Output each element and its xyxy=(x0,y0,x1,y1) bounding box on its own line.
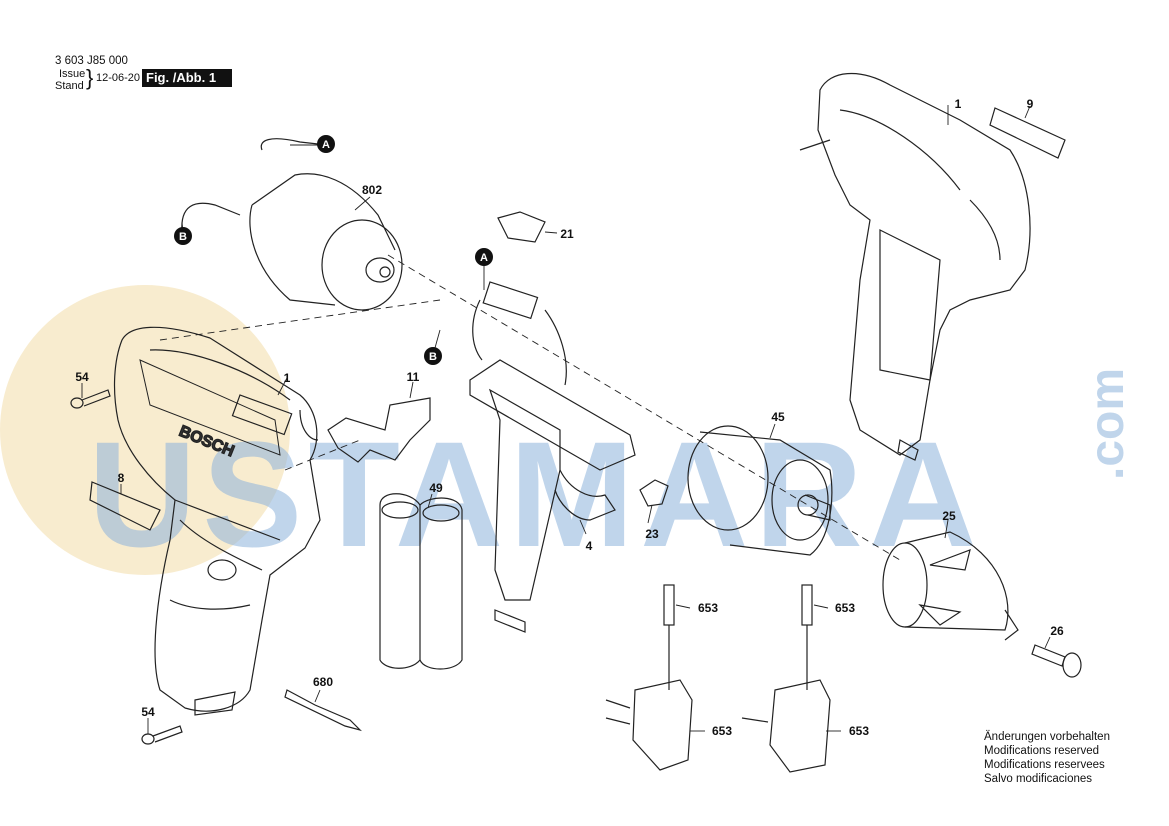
switch-21 xyxy=(497,211,546,243)
battery-49 xyxy=(379,493,463,670)
svg-text:A: A xyxy=(480,252,488,264)
part-label-1-right: 1 xyxy=(955,97,962,111)
part-label-653-b: 653 xyxy=(835,601,855,615)
issue-date: 12-06-20 xyxy=(96,72,141,84)
motor-802 xyxy=(181,138,403,311)
part-label-653-c: 653 xyxy=(712,724,732,738)
screw-54-top xyxy=(70,389,111,409)
part-label-26: 26 xyxy=(1050,624,1064,638)
switch-module-4 xyxy=(469,281,636,633)
brand-text: BOSCH xyxy=(177,423,237,460)
label-plate-8 xyxy=(89,481,161,531)
connector-a-1: A xyxy=(317,135,335,153)
note-fr: Modifications reservees xyxy=(984,759,1105,771)
part-label-680: 680 xyxy=(313,675,333,689)
part-label-25: 25 xyxy=(942,509,956,523)
part-number: 3 603 J85 000 xyxy=(55,55,128,67)
figure-label: Fig. /Abb. 1 xyxy=(142,69,232,87)
part-label-653-a: 653 xyxy=(698,601,718,615)
connector-a-2: A xyxy=(475,248,493,266)
note-de: Änderungen vorbehalten xyxy=(984,731,1110,743)
part-label-21: 21 xyxy=(560,227,574,241)
gearbox-45 xyxy=(687,425,833,556)
charger-plug-653-left xyxy=(605,584,693,771)
issue-label: Issue xyxy=(59,68,86,80)
connector-b-1: B xyxy=(174,227,192,245)
part-label-1-left: 1 xyxy=(284,371,291,385)
part-label-23: 23 xyxy=(645,527,659,541)
brace-icon: } xyxy=(86,65,94,90)
label-plate-9 xyxy=(989,107,1066,159)
connector-b-2: B xyxy=(424,347,442,365)
svg-text:B: B xyxy=(429,351,437,363)
part-23 xyxy=(639,479,669,507)
part-label-8: 8 xyxy=(118,471,125,485)
note-es: Salvo modificaciones xyxy=(984,773,1093,785)
part-label-45: 45 xyxy=(771,410,785,424)
part-label-4: 4 xyxy=(586,539,593,553)
stand-label: Stand xyxy=(55,80,84,92)
note-en: Modifications reserved xyxy=(984,745,1100,757)
housing-right xyxy=(799,73,1031,461)
screw-26 xyxy=(1031,644,1082,678)
part-label-54-top: 54 xyxy=(75,370,89,384)
part-label-802: 802 xyxy=(362,183,382,197)
watermark-logo-circle xyxy=(0,285,290,575)
part-11 xyxy=(327,397,431,463)
bit-680 xyxy=(284,689,363,732)
part-label-11: 11 xyxy=(407,370,420,384)
svg-text:A: A xyxy=(322,139,330,151)
charger-plug-653-right xyxy=(741,584,831,773)
part-label-49: 49 xyxy=(429,481,443,495)
housing-left xyxy=(113,326,321,716)
svg-text:B: B xyxy=(179,231,187,243)
chuck-25 xyxy=(882,531,1019,641)
part-label-54-bottom: 54 xyxy=(141,705,155,719)
part-label-9: 9 xyxy=(1027,97,1034,111)
watermark-text: USTAMARA xyxy=(88,410,984,578)
part-label-653-d: 653 xyxy=(849,724,869,738)
